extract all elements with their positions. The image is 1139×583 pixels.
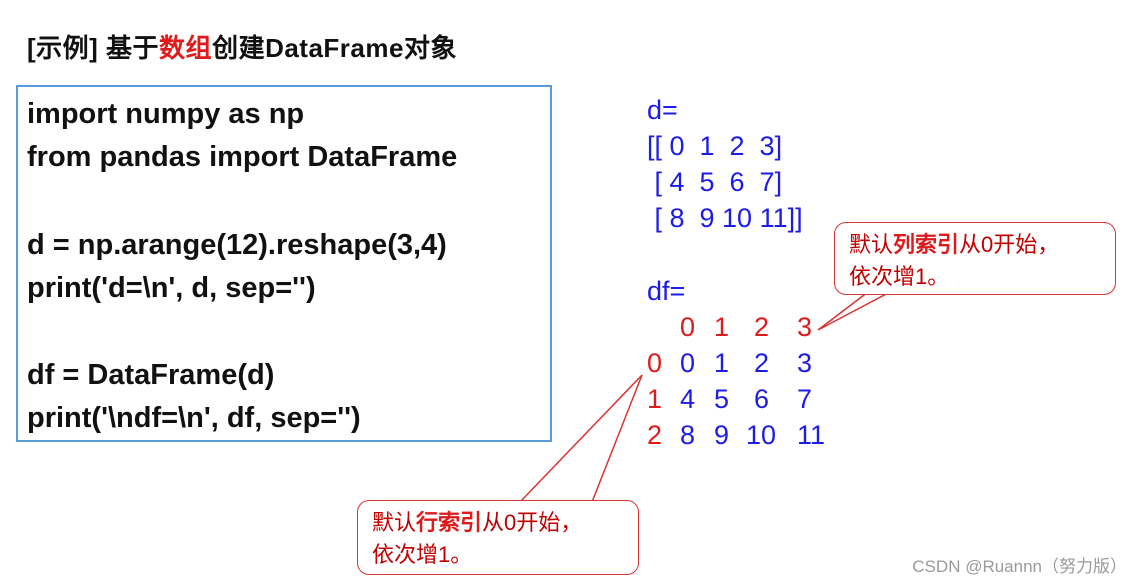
code-line-2: from pandas import DataFrame xyxy=(27,141,458,173)
output-d-row-3: [ 8 9 10 11]] xyxy=(647,203,803,233)
df-row-index: 2 xyxy=(647,420,663,450)
row-callout-line-1: 默认行索引从0开始， xyxy=(372,507,624,539)
df-cell: 0 xyxy=(680,348,696,378)
code-line-7: df = DataFrame(d) xyxy=(27,359,275,391)
code-line-5: print('d=\n', d, sep='') xyxy=(27,272,316,304)
watermark: CSDN @Ruannn（努力版） xyxy=(912,557,1127,576)
df-cell: 4 xyxy=(680,384,696,414)
callout-text: 从0开始， xyxy=(482,510,583,535)
code-box: import numpy as np from pandas import Da… xyxy=(16,85,552,442)
row-index-callout: 默认行索引从0开始， 依次增1。 xyxy=(357,500,639,575)
title-highlight: 数组 xyxy=(159,33,213,63)
column-index-callout: 默认列索引从0开始， 依次增1。 xyxy=(834,222,1116,295)
code-line-4: d = np.arange(12).reshape(3,4) xyxy=(27,229,447,261)
row-callout-line-2: 依次增1。 xyxy=(372,542,473,567)
df-cell: 3 xyxy=(797,348,813,378)
title-prefix: [示例] 基于 xyxy=(27,33,160,63)
output-df-label: df= xyxy=(647,276,686,306)
df-cell: 2 xyxy=(754,348,770,378)
code-line-1: import numpy as np xyxy=(27,98,305,130)
df-cell: 11 xyxy=(797,420,826,450)
callout-emphasis: 列索引 xyxy=(893,232,960,257)
df-cell: 8 xyxy=(680,420,696,450)
output-d-row-1: [[ 0 1 2 3] xyxy=(647,131,783,161)
callout-text: 从0开始， xyxy=(959,232,1060,257)
df-row-index: 1 xyxy=(647,384,663,414)
column-callout-pointer xyxy=(817,291,891,331)
df-cell: 10 xyxy=(746,420,777,450)
df-column-header: 3 xyxy=(797,312,813,342)
df-row-index: 0 xyxy=(647,348,663,378)
df-column-header: 1 xyxy=(714,312,730,342)
title-suffix: 创建DataFrame对象 xyxy=(212,33,457,63)
df-cell: 5 xyxy=(714,384,730,414)
output-d-row-2: [ 4 5 6 7] xyxy=(647,167,783,197)
column-callout-line-2: 依次增1。 xyxy=(849,264,950,289)
output-d-label: d= xyxy=(647,95,678,125)
df-cell: 1 xyxy=(714,348,730,378)
df-cell: 6 xyxy=(754,384,770,414)
row-callout-pointer xyxy=(518,374,643,503)
page-title: [示例] 基于数组创建DataFrame对象 xyxy=(27,28,457,65)
callout-emphasis: 行索引 xyxy=(416,510,483,535)
callout-text: 默认 xyxy=(849,232,894,257)
column-callout-line-1: 默认列索引从0开始， xyxy=(849,229,1101,261)
df-column-header: 2 xyxy=(754,312,770,342)
df-column-header: 0 xyxy=(680,312,696,342)
code-line-8: print('\ndf=\n', df, sep='') xyxy=(27,402,361,434)
callout-text: 默认 xyxy=(372,510,417,535)
df-cell: 9 xyxy=(714,420,730,450)
df-cell: 7 xyxy=(797,384,813,414)
